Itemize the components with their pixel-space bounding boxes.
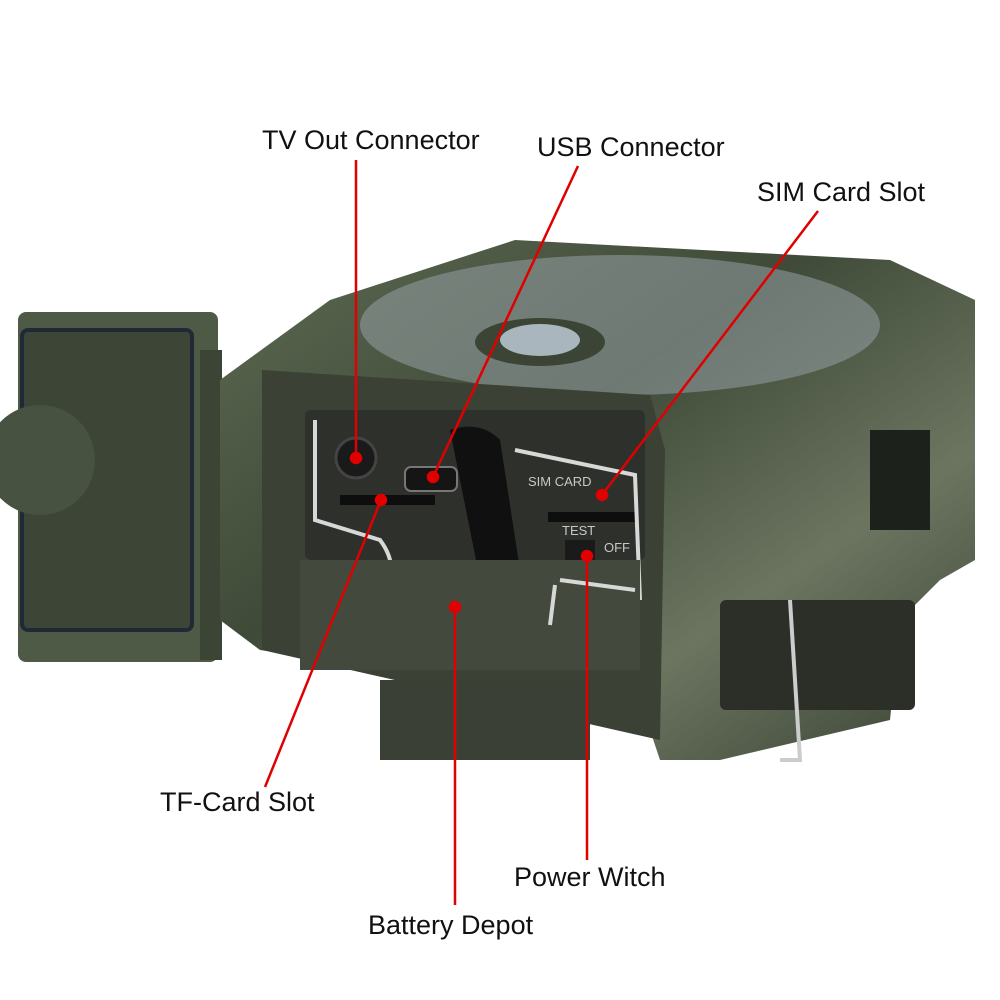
- leader-lines: [263, 160, 819, 905]
- dot-tv-out: [349, 451, 363, 465]
- off-marking: OFF: [604, 540, 630, 555]
- label-tv-out-connector: TV Out Connector: [262, 125, 480, 155]
- label-tf-card-slot: TF-Card Slot: [160, 787, 315, 817]
- leader-tf-card: [263, 499, 383, 788]
- label-power-switch: Power Witch: [514, 862, 666, 892]
- label-usb-connector: USB Connector: [537, 132, 725, 162]
- leader-sim: [601, 210, 819, 496]
- leader-usb: [431, 165, 580, 478]
- camera-body: [220, 240, 975, 762]
- dot-battery: [448, 600, 462, 614]
- sim-marking: SIM CARD: [528, 474, 592, 489]
- test-marking: TEST: [562, 523, 595, 538]
- dot-usb: [426, 470, 440, 484]
- dot-tf-card: [374, 493, 388, 507]
- device-markings: SIM CARD TEST OFF: [528, 474, 630, 555]
- dot-sim: [595, 488, 609, 502]
- open-door: [0, 312, 222, 662]
- dot-power: [580, 549, 594, 563]
- label-sim-card-slot: SIM Card Slot: [757, 177, 926, 207]
- label-battery-depot: Battery Depot: [368, 910, 534, 940]
